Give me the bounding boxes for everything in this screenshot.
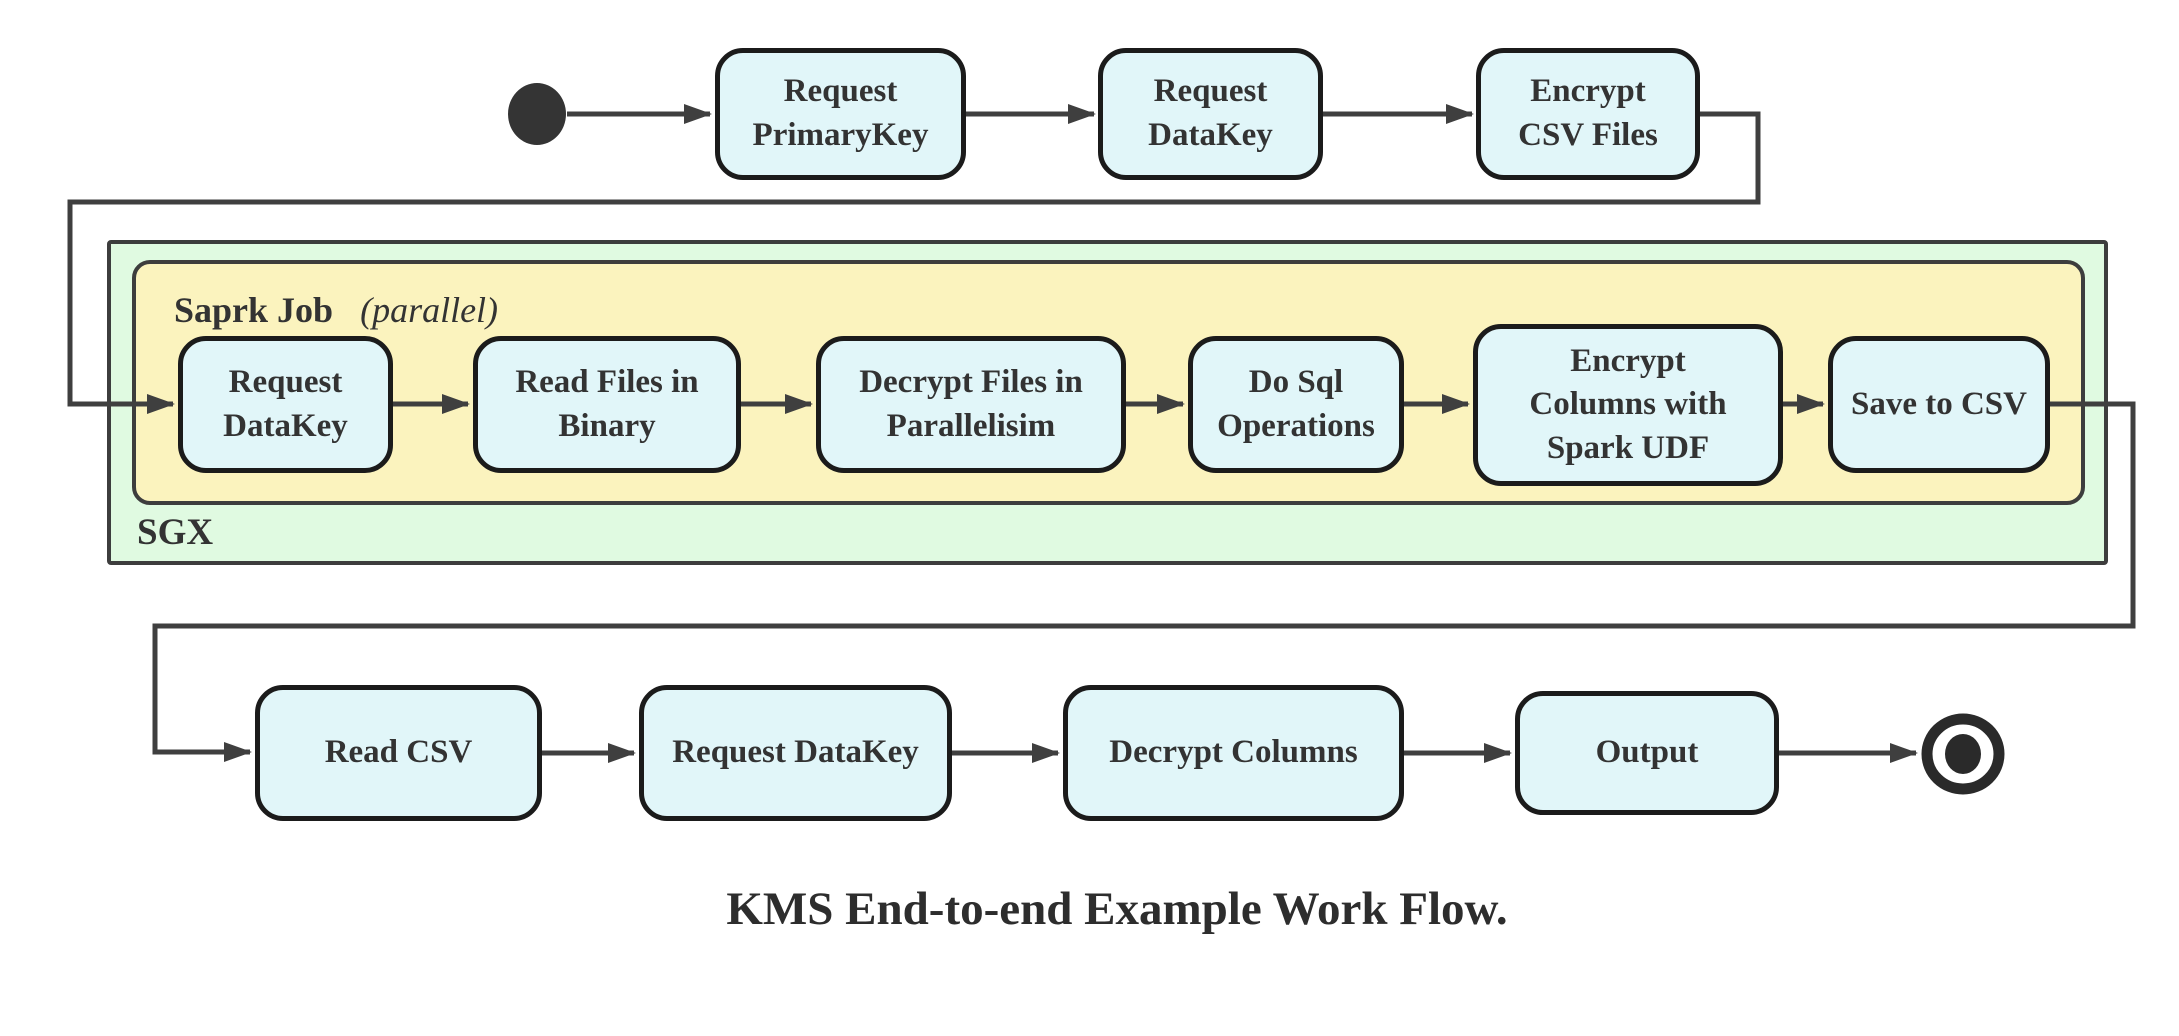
node-do-sql-operations: Do Sql Operations <box>1188 336 1404 473</box>
spark-job-title: Saprk Job <box>174 290 334 330</box>
diagram-caption: KMS End-to-end Example Work Flow. <box>726 883 1508 935</box>
node-read-csv: Read CSV <box>255 685 542 821</box>
node-save-to-csv: Save to CSV <box>1828 336 2050 473</box>
node-request-datakey-bottom: Request DataKey <box>639 685 952 821</box>
node-request-datakey-top: Request DataKey <box>1098 48 1323 180</box>
edge-save-csv-to-read-csv <box>152 401 2136 762</box>
edge-encrypt-csv-to-sgx-request-datakey <box>67 111 1761 414</box>
node-decrypt-columns: Decrypt Columns <box>1063 685 1404 821</box>
node-request-primarykey: Request PrimaryKey <box>715 48 966 180</box>
node-sgx-request-datakey: Request DataKey <box>178 336 393 473</box>
spark-job-parallel-note: (parallel) <box>360 290 499 330</box>
node-encrypt-csv-files: Encrypt CSV Files <box>1476 48 1700 180</box>
end-state-icon <box>1921 713 2005 795</box>
spark-job-container-label: Saprk Job (parallel) <box>174 292 498 328</box>
sgx-container-label: SGX <box>137 512 214 553</box>
start-state-icon <box>508 83 566 145</box>
node-read-files-in-binary: Read Files in Binary <box>473 336 741 473</box>
node-decrypt-files-in-parallelisim: Decrypt Files in Parallelisim <box>816 336 1126 473</box>
node-output: Output <box>1515 691 1779 815</box>
node-encrypt-columns-with-spark-udf: Encrypt Columns with Spark UDF <box>1473 324 1783 486</box>
